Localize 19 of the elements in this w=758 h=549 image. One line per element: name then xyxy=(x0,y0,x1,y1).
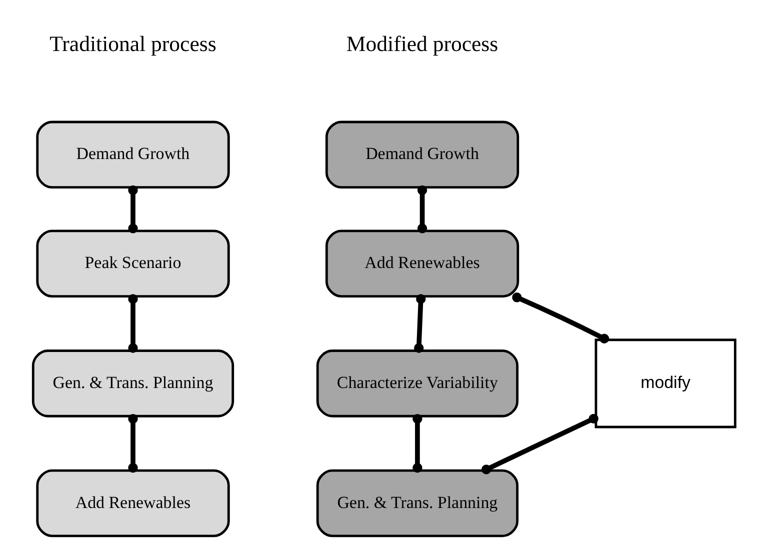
label: Traditional process xyxy=(50,32,216,56)
node-box: Characterize Variability xyxy=(316,350,518,418)
connector xyxy=(128,294,138,353)
node-box: Add Renewables xyxy=(325,230,520,298)
connector xyxy=(512,292,610,344)
connector xyxy=(128,185,138,234)
connector xyxy=(128,414,138,473)
node-box: Demand Growth xyxy=(325,120,520,189)
connector xyxy=(481,414,598,474)
connector xyxy=(414,294,426,353)
node-box: Demand Growth xyxy=(36,120,230,189)
node-box: modify xyxy=(594,338,736,428)
connector xyxy=(412,414,422,473)
node-box: Gen. & Trans. Planning xyxy=(316,469,518,538)
connector xyxy=(417,185,428,234)
node-box: Gen. & Trans. Planning xyxy=(32,350,234,418)
label: Modified process xyxy=(346,32,498,56)
node-box: Add Renewables xyxy=(36,469,230,538)
node-box: Peak Scenario xyxy=(36,230,230,298)
